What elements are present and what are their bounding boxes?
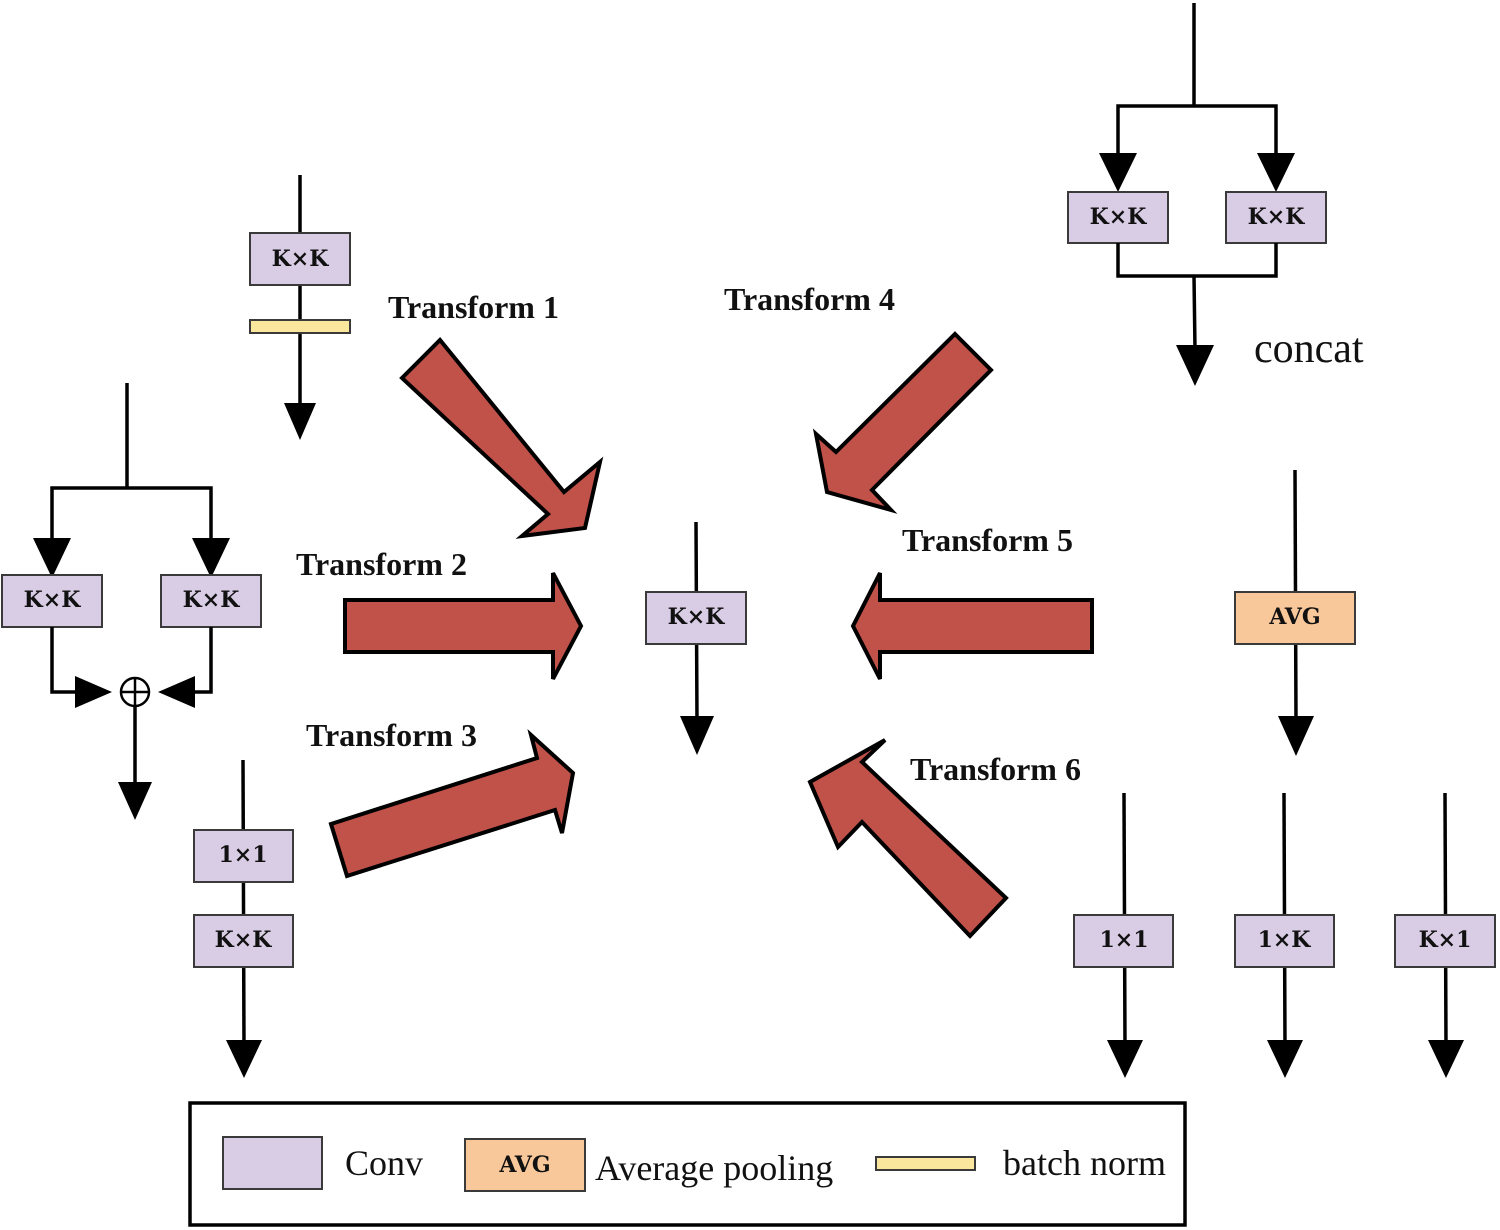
branch3-line [241,759,246,1049]
branch6-kx1-arrowhead [1428,1040,1464,1078]
center-kxk-label: K×K [668,604,726,630]
branch-transform-1: K×K [249,175,351,440]
branch6-1xk-arrowhead [1267,1040,1303,1078]
branch2-left-merge-arrowhead [75,676,112,708]
transform-5-label: Transform 5 [902,522,1073,558]
branch1-kxk-box [249,232,351,286]
branch4-left-kxk-box [1067,191,1169,244]
branch4-split-line [1116,104,1278,158]
branch3-kxk-label: K×K [215,927,273,953]
branch4-right-kxk-label: K×K [1248,204,1306,230]
branch6-kx1-box [1394,914,1496,968]
branch3-kxk-box [193,914,294,968]
branch6-1x1-box [1073,914,1174,968]
branch-transform-5: AVG [1234,469,1356,756]
transform-1-label: Transform 1 [388,289,559,325]
center-arrowhead [680,716,714,755]
transform-3-label: Transform 3 [306,717,477,753]
concat-label: concat [1254,326,1364,372]
branch-transform-4: K×K K×K concat [1067,3,1364,386]
transform-2-label: Transform 2 [296,546,467,582]
branch6-kx1-label: K×1 [1419,927,1472,953]
legend-avg-swatch [464,1138,586,1192]
branch4-right-arrowhead [1257,153,1295,192]
branch6-1x1-label: 1×1 [1099,927,1148,953]
legend-batch-norm-swatch [875,1156,976,1171]
branch6-1x1-arrowhead [1107,1040,1143,1078]
branch2-right-merge-arrowhead [158,676,195,708]
branch2-left-kxk-label: K×K [24,587,82,613]
branch1-arrowhead [284,403,316,440]
transform-6-label: Transform 6 [910,751,1081,787]
legend: Conv AVG Average pooling batch norm [188,1101,1187,1227]
branch6-1xk-box [1234,914,1335,968]
branch-transform-3: 1×1 K×K [193,759,294,1078]
branch5-arrowhead [1278,716,1314,756]
transform-5-arrow [850,572,1094,680]
branch2-right-arrowhead [192,538,230,578]
branch3-arrowhead [226,1040,262,1078]
legend-conv-swatch [222,1136,323,1190]
branch2-right-merge-line [190,627,213,694]
branch3-1x1-label: 1×1 [218,842,267,868]
branch2-right-kxk-box [160,574,262,628]
branch1-kxk-label: K×K [272,246,330,272]
center-target: K×K [645,521,747,755]
branch2-left-merge-line [50,627,80,694]
branch4-left-kxk-label: K×K [1090,204,1148,230]
transform-2-arrow [343,572,584,680]
transform-3-arrow [328,729,576,879]
transform-6-arrow [807,738,1009,939]
branch-transform-2: K×K K×K [1,383,262,820]
legend-frame [188,1101,1187,1227]
branch5-avg-label: AVG [1268,604,1320,630]
branch2-output-arrowhead [118,782,152,820]
legend-avg-box-label: AVG [498,1152,550,1178]
branch-transform-6: 1×1 1×K K×1 [1073,792,1496,1078]
transform-1-arrow [399,337,604,539]
branch5-avg-box [1234,591,1356,645]
transform-4-label: Transform 4 [724,281,895,317]
branch4-arrowhead [1176,345,1214,386]
branch4-merge-line [1116,243,1278,278]
branch2-split-line [50,486,213,545]
center-kxk-box [645,591,747,645]
branch4-output-line [1192,275,1197,351]
branch2-left-arrowhead [33,538,71,578]
legend-average-pooling-label: Average pooling [595,1148,833,1188]
branch6-1xk-label: 1×K [1258,927,1312,953]
branch4-left-arrowhead [1099,153,1137,192]
legend-conv-label: Conv [345,1143,423,1183]
legend-batch-norm-label: batch norm [1003,1143,1166,1183]
branch1-batch-norm [249,319,351,334]
branch3-1x1-box [193,829,294,883]
branch2-left-kxk-box [1,574,103,628]
transform-4-arrow [812,331,994,514]
branch2-right-kxk-label: K×K [183,587,241,613]
